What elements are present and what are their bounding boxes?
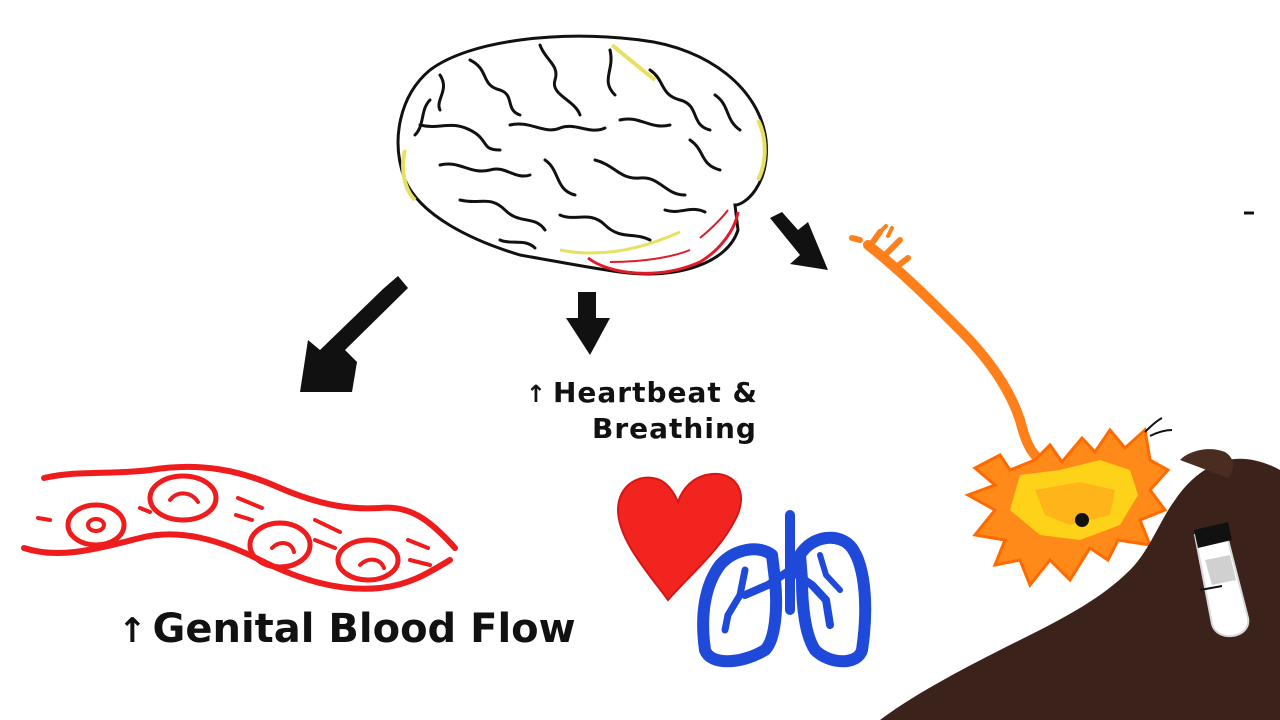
blood-vessel-icon	[21, 463, 458, 592]
genital-blood-flow-label: ↑Genital Blood Flow	[118, 606, 576, 652]
neuron-icon	[849, 224, 1173, 588]
arrow-to-blood-flow	[300, 276, 408, 392]
genital-blood-flow-text: Genital Blood Flow	[152, 606, 576, 652]
hand-with-marker	[880, 449, 1280, 720]
heart-icon	[616, 472, 742, 602]
breathing-label: Breathing	[592, 412, 757, 445]
heartbeat-label: ↑Heartbeat &	[526, 376, 758, 409]
arrow-to-heartbeat	[566, 292, 610, 355]
lungs-icon	[697, 510, 872, 668]
up-arrow-icon: ↑	[526, 380, 547, 408]
heartbeat-text: Heartbeat &	[552, 376, 758, 409]
brain-icon	[396, 34, 768, 276]
up-arrow-icon: ↑	[118, 611, 147, 651]
arrow-to-nerve	[770, 212, 828, 270]
